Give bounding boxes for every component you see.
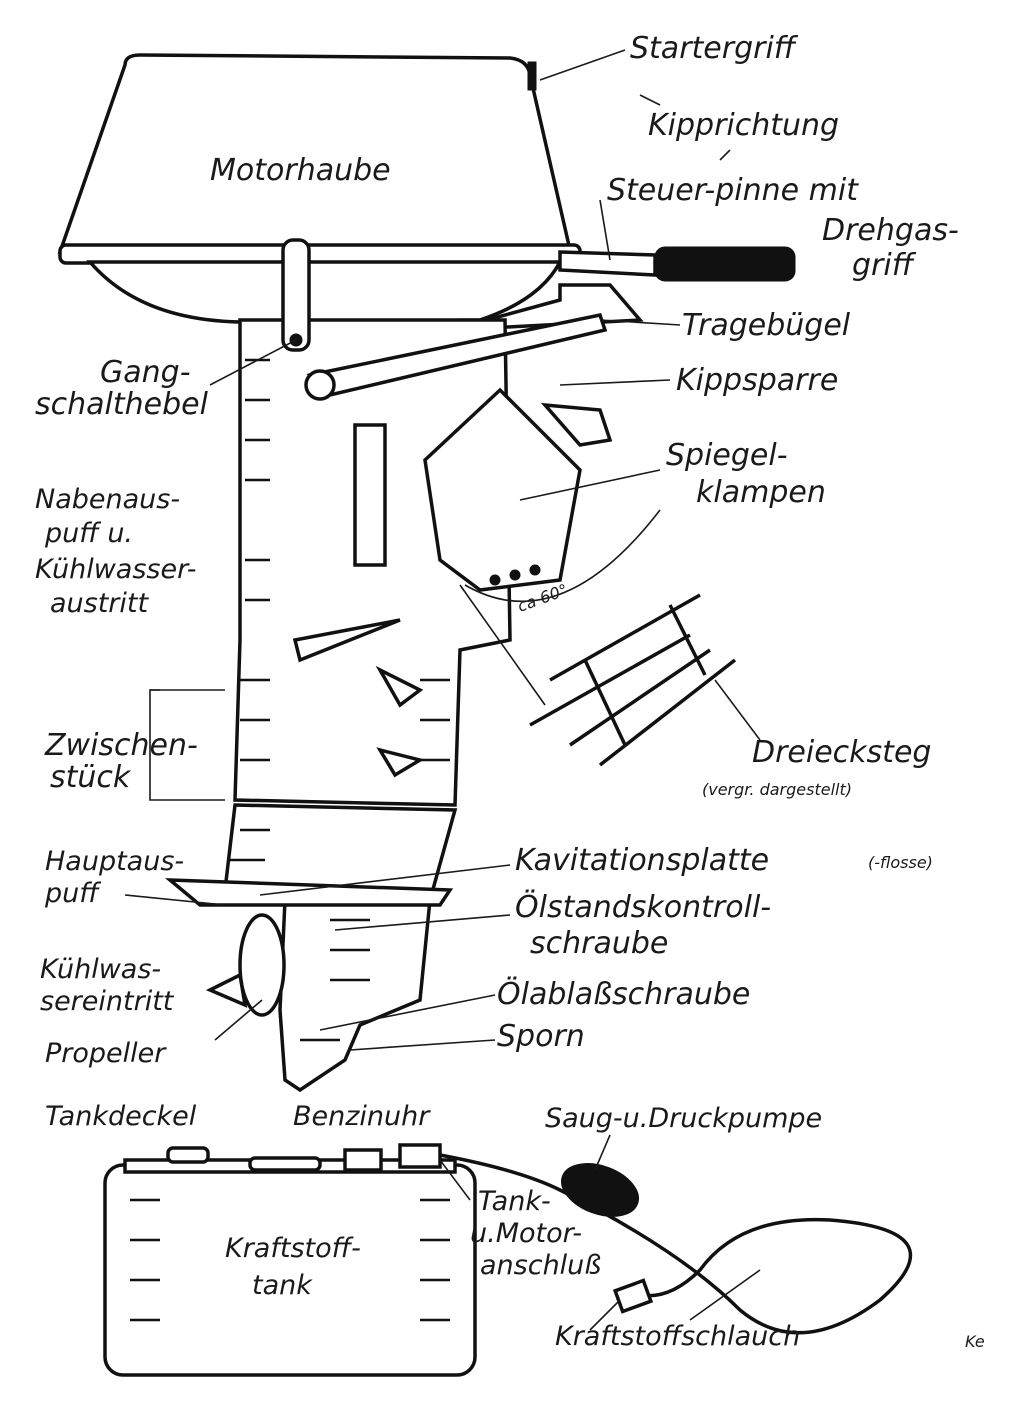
cavitation-plate [164, 878, 454, 907]
slot [353, 423, 387, 567]
label-spiegel-2: klampen [696, 475, 826, 510]
pump-bulb [561, 1163, 639, 1217]
label-gang-2: schalthebel [35, 387, 209, 422]
label-anschluss-1: Tank- [478, 1186, 551, 1217]
label-drehgas-2: griff [852, 248, 917, 283]
label-schlauch: Kraftstoffschlauch [555, 1321, 800, 1352]
label-kavitation: Kavitationsplatte [515, 843, 769, 878]
lower-cowl [86, 260, 563, 324]
label-spiegel-1: Spiegel- [666, 438, 788, 473]
propeller [238, 913, 286, 1017]
label-naben-3: Kühlwasser- [35, 554, 196, 585]
label-naben-2: puff u. [44, 518, 133, 549]
label-tankdeckel: Tankdeckel [45, 1101, 197, 1132]
label-haupt-2: puff [44, 878, 101, 909]
label-propeller: Propeller [45, 1038, 167, 1069]
label-sporn: Sporn [497, 1019, 585, 1054]
label-dreiecksteg-note: (vergr. dargestellt) [702, 780, 852, 799]
label-kuehl-2: sereintritt [40, 986, 175, 1017]
label-pumpe: Saug-u.Druckpumpe [545, 1103, 822, 1134]
label-tank-1: Kraftstoff- [225, 1233, 361, 1264]
label-steuerpinne: Steuer-pinne mit [607, 173, 859, 208]
throttle-grip [654, 246, 796, 282]
label-benzinuhr: Benzinuhr [293, 1101, 431, 1132]
label-naben-4: austritt [50, 588, 149, 619]
starter-grip [527, 61, 537, 91]
fuel-hose [439, 1153, 913, 1335]
label-kavitation-note: (-flosse) [868, 853, 933, 872]
label-drehgas-1: Drehgas- [822, 213, 959, 248]
label-motorhaube: Motorhaube [210, 153, 391, 188]
label-tank-2: tank [252, 1270, 313, 1301]
label-startergriff: Startergriff [630, 31, 799, 66]
label-zwischen-2: stück [50, 760, 132, 795]
label-anschluss-3: anschluß [480, 1250, 601, 1281]
artist-signature: Ke [965, 1332, 985, 1351]
label-kuehl-1: Kühlwas- [40, 954, 161, 985]
gear-lever [281, 238, 311, 352]
label-naben-1: Nabenaus- [35, 484, 180, 515]
label-oelstand-1: Ölstandskontroll- [515, 889, 771, 925]
label-oelablass: Ölablaßschraube [497, 976, 750, 1012]
label-anschluss-2: u.Motor- [470, 1218, 582, 1249]
triangle-strut [529, 593, 737, 767]
transom-clamp [423, 387, 582, 592]
leader-lines [124, 49, 761, 1331]
label-oelstand-2: schraube [530, 926, 668, 961]
label-kipprichtung: Kipprichtung [648, 108, 839, 143]
label-dreiecksteg: Dreiecksteg [752, 735, 931, 770]
label-gang-1: Gang- [100, 355, 191, 390]
label-kippsparre: Kippsparre [676, 363, 838, 398]
tiller [558, 250, 657, 277]
label-haupt-1: Hauptaus- [45, 846, 184, 877]
label-zwischen-1: Zwischen- [44, 728, 198, 763]
label-tragebuegel: Tragebügel [682, 308, 851, 343]
